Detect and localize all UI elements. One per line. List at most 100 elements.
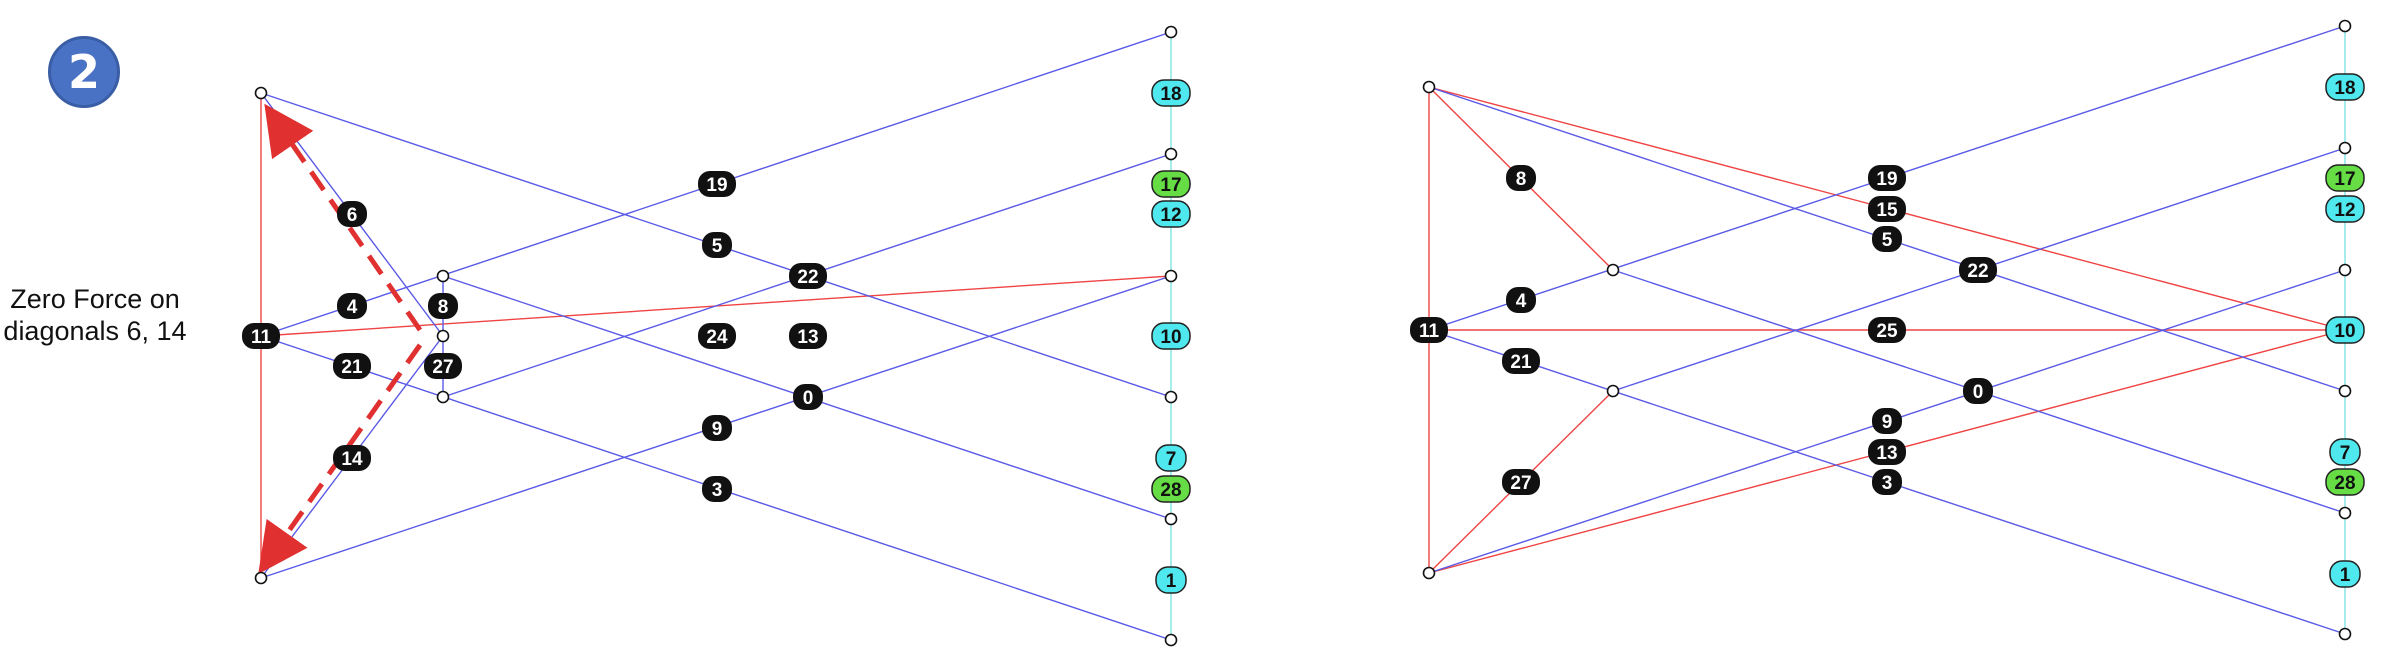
member-label-text: 19 bbox=[706, 175, 727, 196]
member-label-pill bbox=[337, 293, 367, 319]
member-label: 9 bbox=[1872, 408, 1902, 434]
member-label-text: 27 bbox=[1510, 473, 1531, 494]
member-label-text: 18 bbox=[2334, 78, 2355, 99]
joint-node bbox=[2338, 627, 2352, 641]
member-label-pill bbox=[2325, 195, 2365, 223]
member-label: 14 bbox=[333, 445, 371, 471]
member-label: 4 bbox=[1506, 287, 1536, 313]
member-label-text: 10 bbox=[2334, 321, 2355, 342]
member-label: 22 bbox=[1959, 257, 1997, 283]
member-label: 22 bbox=[789, 263, 827, 289]
member-label: 18 bbox=[1151, 79, 1191, 107]
diagram-caption: Zero Force on diagonals 6, 14 bbox=[0, 283, 190, 347]
member-label-text: 21 bbox=[1510, 352, 1532, 373]
joint-node bbox=[254, 571, 268, 585]
member-label-text: 21 bbox=[341, 357, 363, 378]
member-label-pill bbox=[702, 476, 732, 502]
member-label-text: 6 bbox=[347, 205, 358, 226]
member-label: 24 bbox=[698, 323, 736, 349]
member-label: 19 bbox=[698, 171, 736, 197]
joint-node bbox=[436, 269, 450, 283]
joint-node bbox=[254, 86, 268, 100]
member-label-text: 4 bbox=[1516, 291, 1527, 312]
joint-node bbox=[1164, 25, 1178, 39]
member-label-pill bbox=[1410, 317, 1448, 343]
member-label-text: 28 bbox=[1160, 480, 1181, 501]
member-label-text: 4 bbox=[347, 297, 358, 318]
member-label: 15 bbox=[1868, 196, 1906, 222]
member-label-pill bbox=[1868, 439, 1906, 465]
member-label: 8 bbox=[1506, 165, 1536, 191]
joint-node bbox=[2338, 19, 2352, 33]
member-label-pill bbox=[1155, 444, 1187, 472]
member-label: 8 bbox=[428, 293, 458, 319]
joint-node bbox=[2338, 141, 2352, 155]
member-label: 6 bbox=[337, 201, 367, 227]
member-label-pill bbox=[1506, 287, 1536, 313]
member-label-pill bbox=[698, 171, 736, 197]
member-label: 7 bbox=[1155, 444, 1187, 472]
joint-node bbox=[2338, 384, 2352, 398]
member-label: 18 bbox=[2325, 73, 2365, 101]
member-label-pill bbox=[1502, 469, 1540, 495]
member-label-text: 5 bbox=[712, 236, 723, 257]
member-label-pill bbox=[333, 445, 371, 471]
member-label-text: 17 bbox=[1160, 175, 1181, 196]
member-label: 21 bbox=[333, 353, 371, 379]
member-label-pill bbox=[1155, 566, 1187, 594]
member-label-pill bbox=[1963, 378, 1993, 404]
member-label-text: 0 bbox=[1973, 382, 1984, 403]
member-label-pill bbox=[428, 293, 458, 319]
member-label: 11 bbox=[242, 323, 280, 349]
member-label: 1 bbox=[2329, 560, 2361, 588]
member-label-pill bbox=[1959, 257, 1997, 283]
member-label: 12 bbox=[2325, 195, 2365, 223]
member-label-text: 22 bbox=[1967, 261, 1988, 282]
member-label: 19 bbox=[1868, 165, 1906, 191]
zero-force-arrow bbox=[264, 103, 423, 332]
member-label-pill bbox=[333, 353, 371, 379]
member-label-text: 18 bbox=[1160, 84, 1181, 105]
member-label-text: 27 bbox=[432, 357, 453, 378]
member-label: 13 bbox=[789, 323, 827, 349]
member-label: 10 bbox=[2325, 316, 2365, 344]
member-label-pill bbox=[702, 232, 732, 258]
member-label-text: 3 bbox=[712, 480, 723, 501]
member-label-pill bbox=[2325, 73, 2365, 101]
member-label-text: 0 bbox=[803, 388, 814, 409]
member-label-text: 1 bbox=[2340, 565, 2351, 586]
member-label: 13 bbox=[1868, 439, 1906, 465]
member-label: 4 bbox=[337, 293, 367, 319]
member-label-text: 22 bbox=[797, 267, 818, 288]
member-label-text: 17 bbox=[2334, 169, 2355, 190]
member-label: 28 bbox=[1151, 475, 1191, 503]
member-label-text: 28 bbox=[2334, 473, 2355, 494]
member-label-text: 7 bbox=[1166, 449, 1177, 470]
member-label: 5 bbox=[702, 232, 732, 258]
member-label-pill bbox=[2325, 316, 2365, 344]
caption-line-2: diagonals 6, 14 bbox=[3, 316, 187, 346]
member-label-text: 15 bbox=[1876, 200, 1898, 221]
member-label-pill bbox=[789, 323, 827, 349]
joint-node bbox=[1422, 80, 1436, 94]
member-label: 28 bbox=[2325, 468, 2365, 496]
member-label: 3 bbox=[702, 476, 732, 502]
member-label-pill bbox=[1872, 469, 1902, 495]
member-label-text: 19 bbox=[1876, 169, 1897, 190]
joint-node bbox=[1164, 147, 1178, 161]
member-label: 11 bbox=[1410, 317, 1448, 343]
member-label-text: 24 bbox=[706, 327, 728, 348]
member-label-pill bbox=[1151, 322, 1191, 350]
member-label-pill bbox=[1872, 226, 1902, 252]
joint-node bbox=[1422, 566, 1436, 580]
member-label-text: 3 bbox=[1882, 473, 1893, 494]
member-label: 9 bbox=[702, 415, 732, 441]
member-label-pill bbox=[1502, 348, 1540, 374]
member-label-pill bbox=[1506, 165, 1536, 191]
member-label: 17 bbox=[2325, 164, 2365, 192]
joint-node bbox=[1606, 263, 1620, 277]
member-label-text: 25 bbox=[1876, 321, 1898, 342]
member-label-pill bbox=[1151, 475, 1191, 503]
